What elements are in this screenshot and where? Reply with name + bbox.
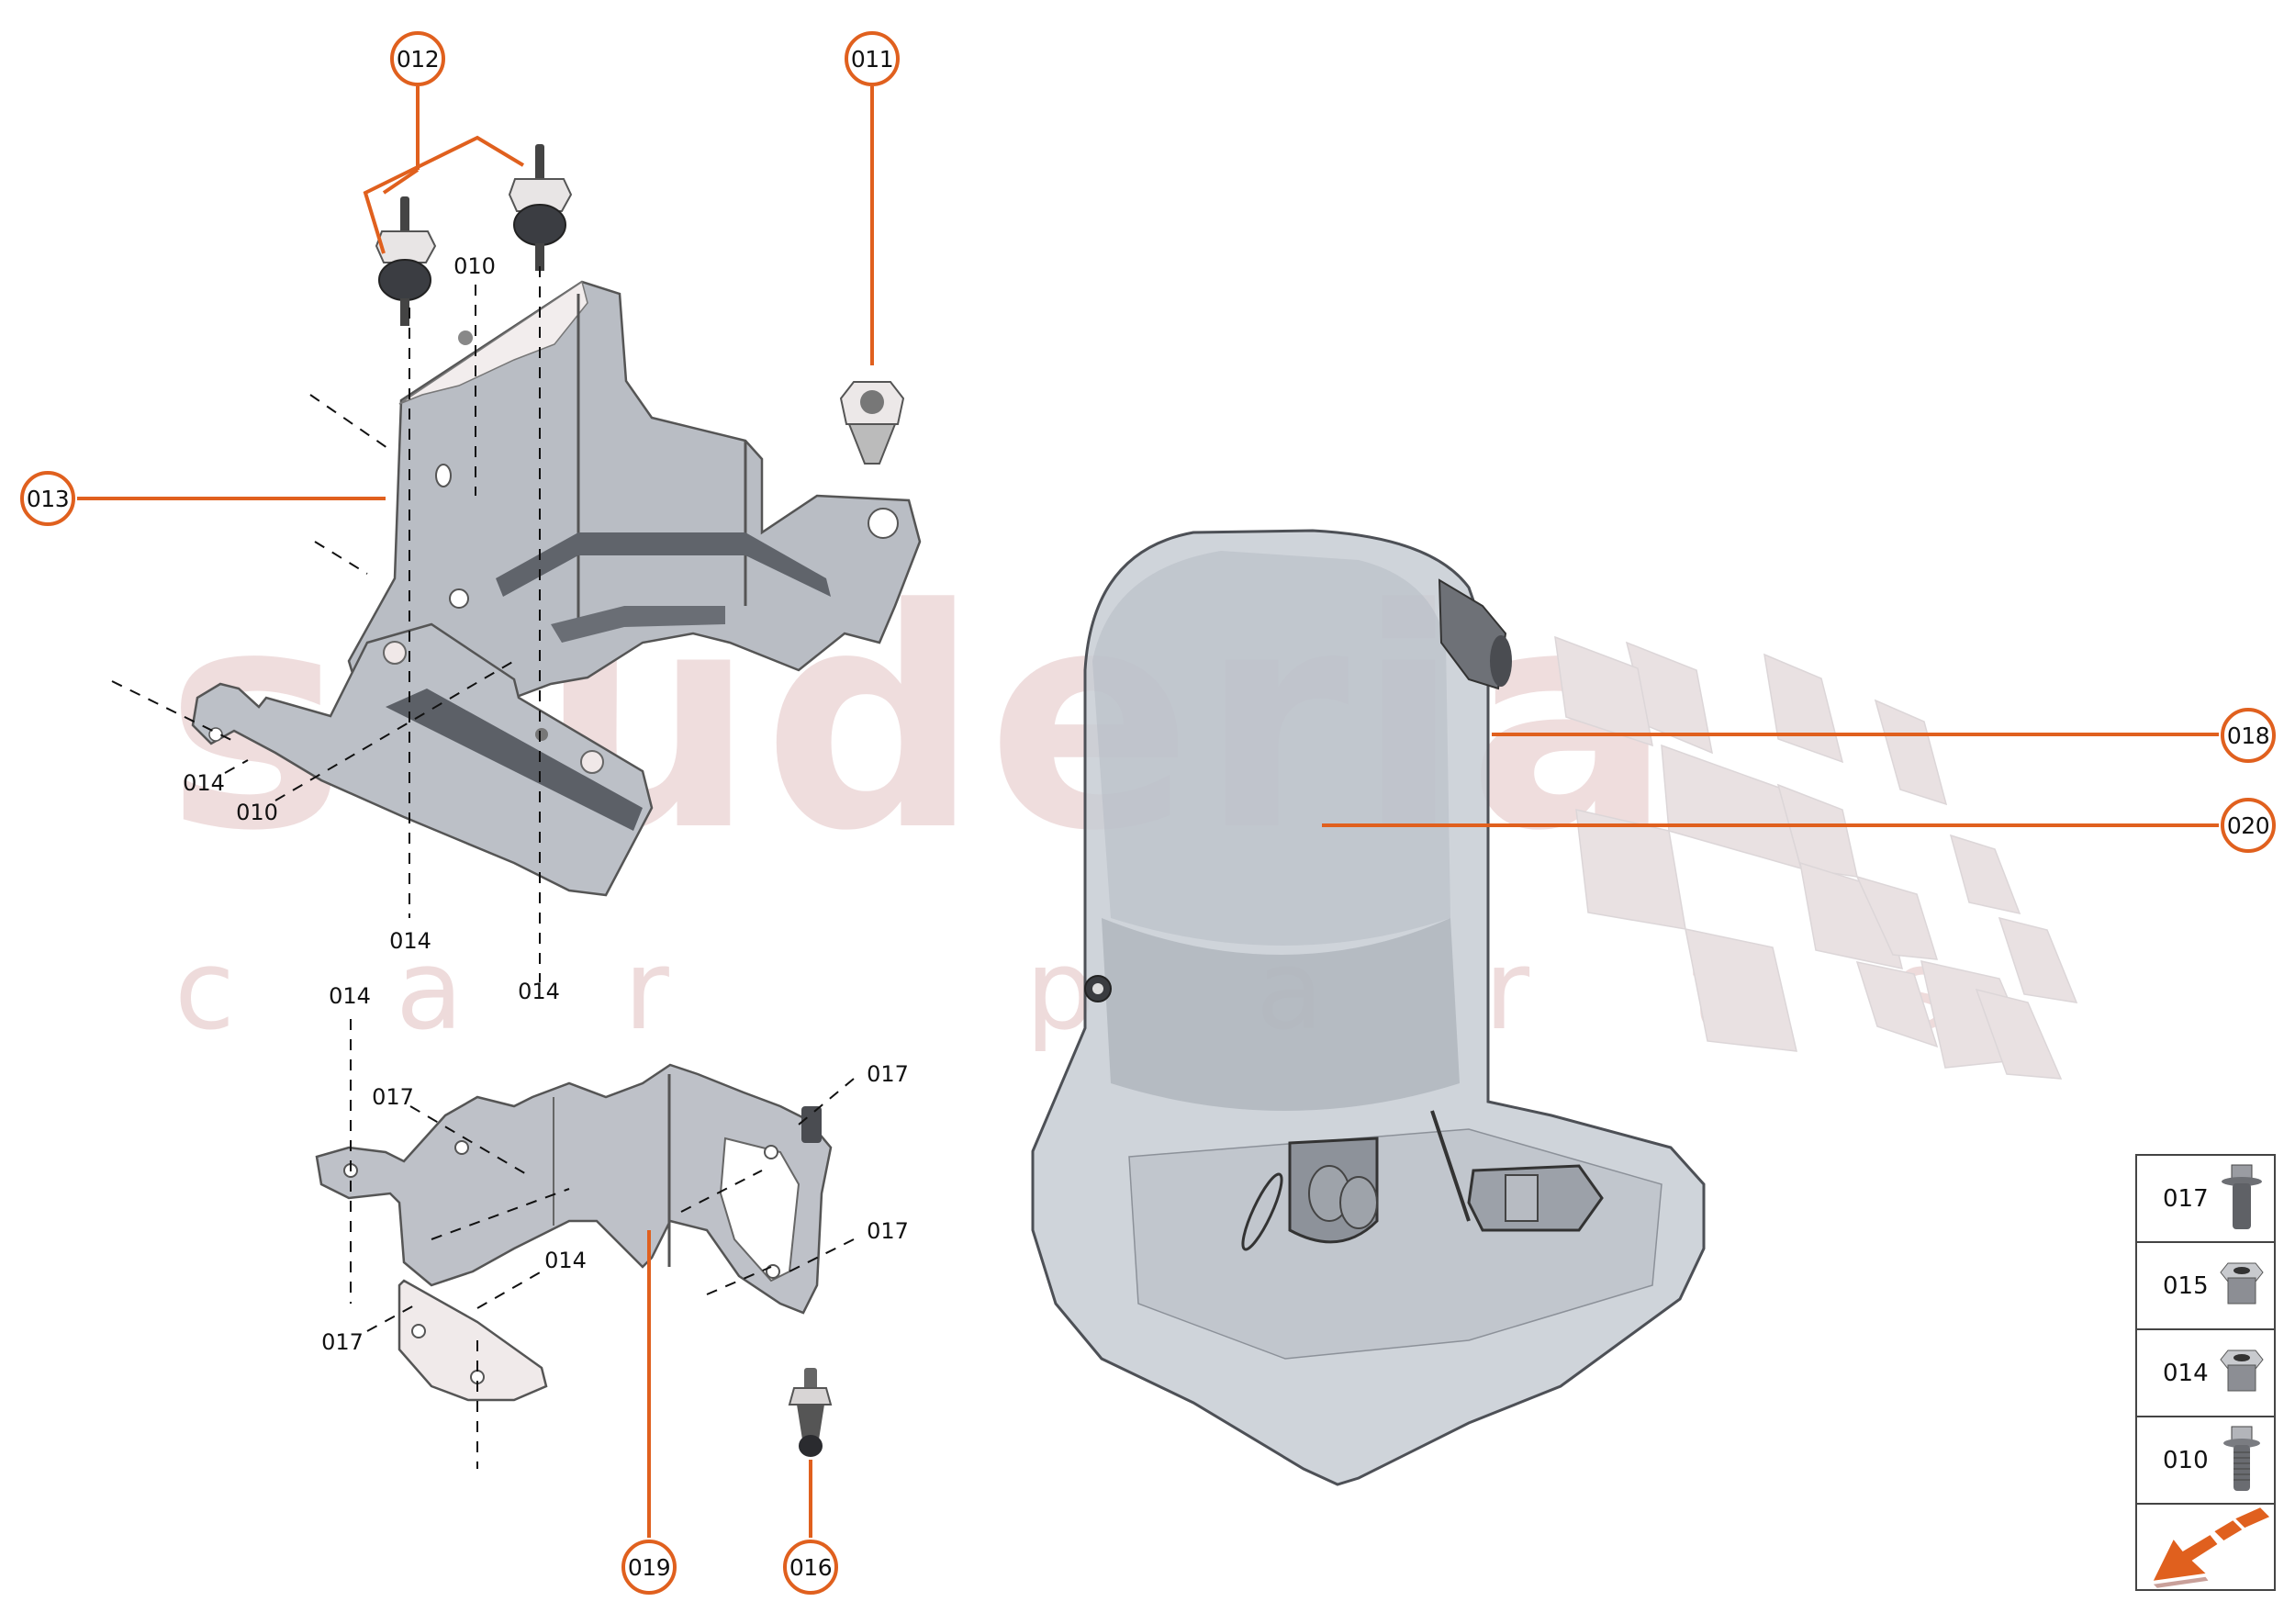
part-label-014-e: 014: [544, 1248, 587, 1273]
part-label-010-top: 010: [453, 253, 496, 279]
part-label-017-b: 017: [867, 1061, 909, 1087]
clip-nut-011: [839, 381, 905, 465]
legend-row-014[interactable]: 014: [2137, 1330, 2274, 1417]
callout-020[interactable]: 020: [2221, 798, 2276, 853]
part-label-014-c: 014: [518, 979, 560, 1004]
legend-code: 010: [2163, 1446, 2209, 1474]
leader-lines: [77, 86, 2219, 1538]
callout-011[interactable]: 011: [845, 31, 900, 86]
callout-019[interactable]: 019: [621, 1540, 677, 1595]
connector-left: [1241, 1137, 1379, 1251]
legend-direction[interactable]: [2137, 1505, 2274, 1592]
legend-row-015[interactable]: 015: [2137, 1243, 2274, 1330]
legend-row-017[interactable]: 017: [2137, 1156, 2274, 1243]
connector-right: [1430, 1110, 1604, 1232]
legend-code: 017: [2163, 1184, 2209, 1213]
assembly-dashed-lines: [111, 266, 855, 1469]
part-label-014-a: 014: [183, 770, 225, 796]
callout-016[interactable]: 016: [783, 1540, 838, 1595]
legend-code: 014: [2163, 1359, 2209, 1387]
housing-018: [1031, 529, 1706, 1486]
part-label-014-d: 014: [329, 983, 371, 1009]
rubber-mount-012-right: [508, 144, 573, 271]
fastener-legend: 017 015 014 010: [2135, 1154, 2276, 1591]
pipe-outlet: [1438, 578, 1512, 690]
callout-013[interactable]: 013: [20, 471, 75, 526]
part-label-014-b: 014: [389, 928, 431, 954]
flange-bolt-icon: [2222, 1164, 2262, 1229]
upper-bracket-013: [191, 280, 922, 897]
callout-012[interactable]: 012: [390, 31, 445, 86]
stud-mount-016: [788, 1368, 833, 1457]
threaded-flange-bolt-icon: [2223, 1426, 2260, 1491]
part-label-010-lower: 010: [236, 800, 278, 825]
callout-018[interactable]: 018: [2221, 708, 2276, 763]
rubber-mount-012-left: [375, 196, 437, 326]
part-label-017-d: 017: [321, 1329, 364, 1355]
lower-bracket-019: [315, 1063, 833, 1402]
legend-code: 015: [2163, 1271, 2209, 1300]
orange-arrow-icon: [2153, 1506, 2270, 1588]
flange-nut-icon: [2220, 1262, 2264, 1305]
flange-nut-icon: [2220, 1350, 2264, 1392]
checkered-flag-watermark: [1554, 635, 2078, 1080]
part-label-017-c: 017: [867, 1218, 909, 1244]
part-label-017-a: 017: [372, 1084, 414, 1110]
legend-row-010[interactable]: 010: [2137, 1417, 2274, 1505]
